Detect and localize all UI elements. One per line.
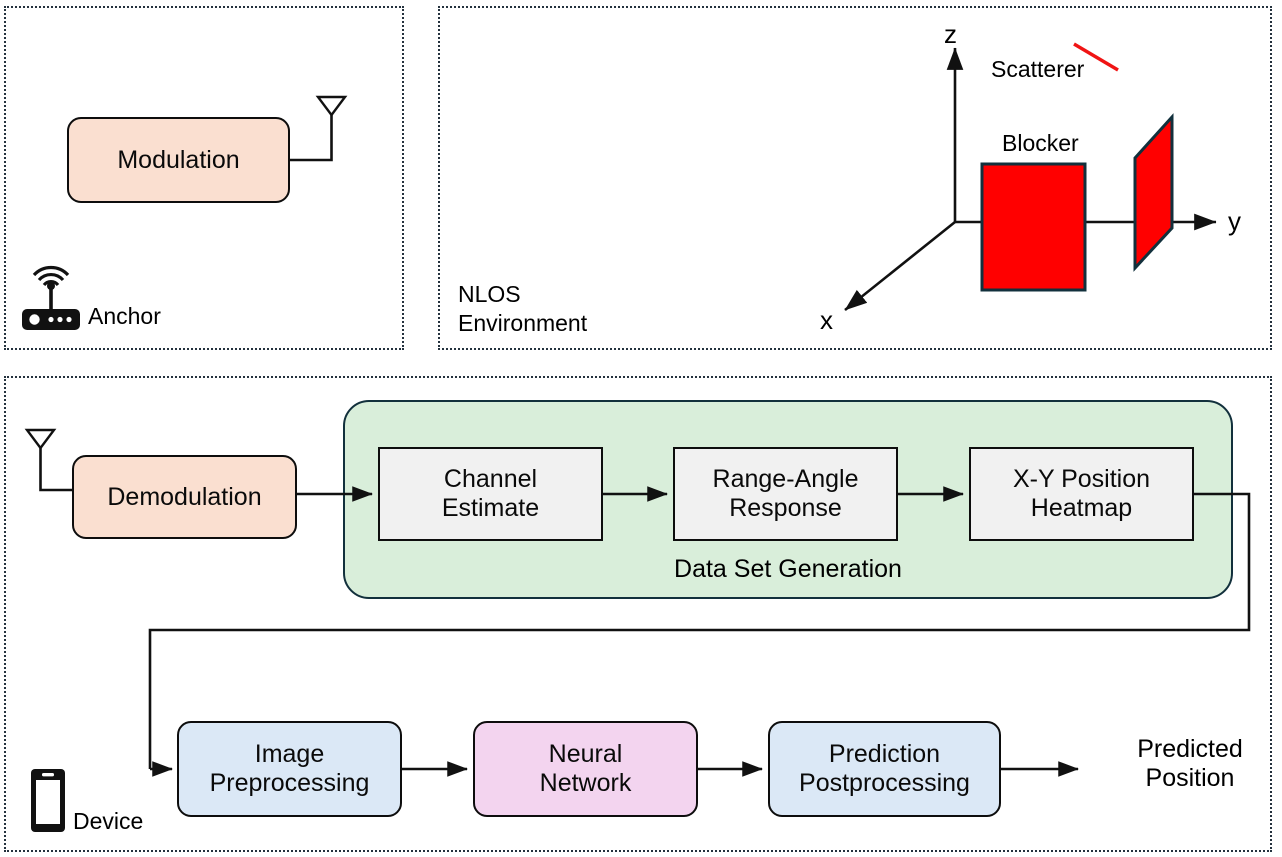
output-line1: Predicted [1137, 735, 1243, 763]
block-line2: Network [539, 769, 632, 797]
nlos-label-line2: Environment [458, 310, 588, 336]
prediction-postprocessing-block[interactable]: Prediction Postprocessing [768, 721, 1001, 817]
axis-label-y: y [1228, 206, 1241, 236]
xy-position-heatmap-label: X-Y Position Heatmap [1013, 465, 1150, 523]
channel-estimate-block[interactable]: Channel Estimate [378, 447, 603, 541]
block-line2: Preprocessing [209, 769, 370, 797]
block-line2: Heatmap [1030, 494, 1133, 522]
channel-estimate-label: Channel Estimate [442, 465, 539, 523]
block-line1: X-Y Position [1012, 465, 1151, 493]
block-line1: Neural [548, 740, 623, 768]
block-line1: Channel [443, 465, 538, 493]
range-angle-response-label: Range-Angle Response [713, 465, 859, 523]
blocker-label: Blocker [1002, 130, 1079, 156]
modulation-label: Modulation [117, 145, 240, 174]
neural-network-block[interactable]: Neural Network [473, 721, 698, 817]
anchor-label: Anchor [88, 303, 161, 329]
block-line2: Postprocessing [799, 769, 970, 797]
xy-position-heatmap-block[interactable]: X-Y Position Heatmap [969, 447, 1194, 541]
demodulation-block[interactable]: Demodulation [72, 455, 297, 539]
device-label: Device [73, 808, 144, 834]
dataset-generation-label: Data Set Generation [674, 554, 902, 583]
predicted-position-output: Predicted Position [1090, 735, 1282, 793]
nlos-environment-panel [438, 6, 1272, 350]
axis-label-z: z [944, 19, 957, 49]
block-line2: Estimate [441, 494, 540, 522]
output-line2: Position [1145, 764, 1235, 792]
block-line1: Image [254, 740, 325, 768]
prediction-postprocessing-label: Prediction Postprocessing [799, 740, 970, 798]
neural-network-label: Neural Network [540, 740, 632, 798]
axis-label-x: x [820, 305, 833, 335]
scatterer-label: Scatterer [991, 56, 1085, 82]
block-line1: Range-Angle [712, 465, 859, 493]
demodulation-label: Demodulation [107, 482, 262, 511]
block-line2: Response [729, 494, 842, 522]
nlos-label-line1: NLOS [458, 281, 521, 307]
image-preprocessing-label: Image Preprocessing [210, 740, 370, 798]
modulation-block[interactable]: Modulation [67, 117, 290, 203]
image-preprocessing-block[interactable]: Image Preprocessing [177, 721, 402, 817]
range-angle-response-block[interactable]: Range-Angle Response [673, 447, 898, 541]
block-line1: Prediction [828, 740, 941, 768]
